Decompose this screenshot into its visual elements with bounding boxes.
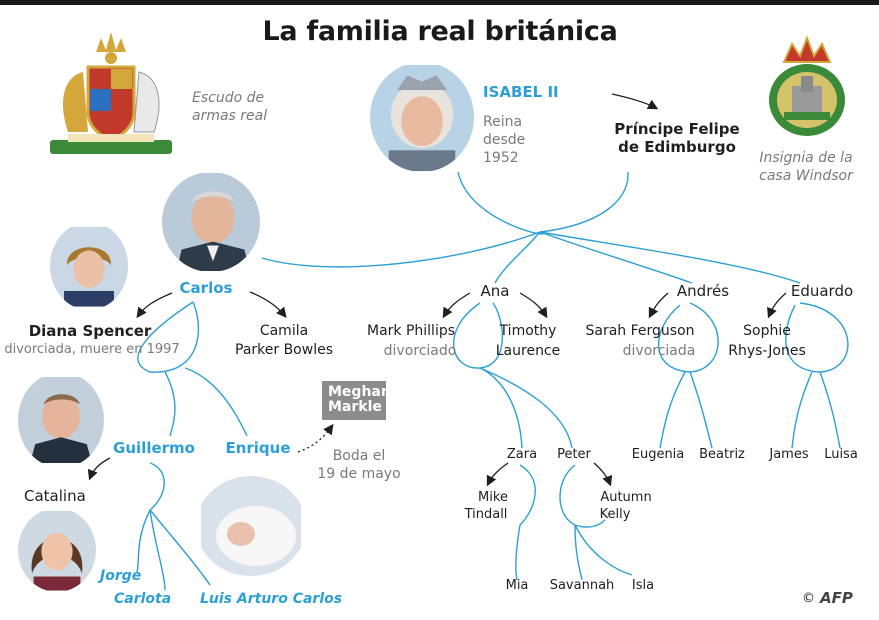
baby-louis-portrait-icon — [201, 476, 301, 576]
george-name: Jorge — [100, 568, 142, 584]
charles-portrait — [162, 172, 260, 272]
eugenia-name: Eugenia — [631, 447, 685, 462]
charles-portrait-icon — [162, 173, 260, 271]
queen-portrait — [370, 62, 474, 172]
mike-tindall-line1: Mike — [478, 490, 508, 505]
autumn-kelly-line1: Autumn — [600, 490, 652, 505]
top-bar — [0, 0, 879, 5]
baby-louis-portrait — [196, 476, 306, 576]
insignia-caption-line1: Insignia de la — [759, 150, 853, 166]
marriage-arrows — [87, 93, 787, 487]
queen-name: ISABEL II — [483, 83, 559, 101]
sophie-name-line1: Sophie — [743, 323, 791, 339]
mia-name: Mia — [505, 578, 529, 593]
timothy-name-line1: Timothy — [499, 323, 557, 339]
catalina-name: Catalina — [24, 487, 86, 505]
edward-name: Eduardo — [790, 282, 854, 300]
beatriz-name: Beatriz — [699, 447, 745, 462]
diana-note: divorciada, muere en 1997 — [4, 342, 180, 357]
royal-coat-of-arms-icon — [50, 32, 172, 154]
queen-note-line3: 1952 — [483, 150, 519, 166]
diana-portrait — [50, 222, 128, 310]
harry-name: Enrique — [225, 439, 291, 457]
queen-portrait-icon — [370, 65, 474, 172]
mark-phillips-name: Mark Phillips — [366, 323, 456, 339]
copyright-symbol: © — [802, 591, 815, 606]
meghan-name-line2: Markle — [328, 399, 382, 416]
wedding-note-line1: Boda el — [332, 448, 386, 464]
diana-portrait-icon — [50, 227, 128, 307]
crest-caption-line1: Escudo de — [192, 90, 265, 106]
mike-tindall-line2: Tindall — [464, 507, 508, 522]
page-title: La familia real británica — [262, 16, 618, 47]
sarah-ferguson-name: Sarah Ferguson — [585, 323, 695, 339]
sophie-name-line2: Rhys-Jones — [728, 343, 806, 359]
catalina-portrait-icon — [18, 511, 96, 591]
afp-logo: AFP — [820, 589, 853, 607]
zara-name: Zara — [506, 447, 538, 462]
peter-name: Peter — [557, 447, 591, 462]
william-portrait — [18, 372, 104, 468]
william-portrait-icon — [18, 377, 104, 463]
crest-caption-line2: armas real — [192, 108, 268, 124]
louis-name: Luis Arturo Carlos — [200, 591, 343, 607]
william-name: Guillermo — [113, 439, 195, 457]
autumn-kelly-line2: Kelly — [599, 507, 631, 522]
camila-name-line1: Camila — [259, 323, 309, 339]
meghan-markle-badge: Meghan Markle — [322, 381, 391, 420]
queen-note-line1: Reina — [483, 114, 523, 130]
windsor-insignia-icon — [769, 35, 845, 136]
isla-name: Isla — [631, 578, 655, 593]
philip-name-line1: Príncipe Felipe — [614, 120, 740, 138]
andrew-name: Andrés — [676, 282, 730, 300]
charles-name: Carlos — [179, 279, 233, 297]
savannah-name: Savannah — [549, 578, 615, 593]
wedding-note-line2: 19 de mayo — [317, 466, 401, 482]
insignia-caption-line2: casa Windsor — [759, 168, 853, 184]
timothy-name-line2: Laurence — [495, 343, 561, 359]
sarah-ferguson-note: divorciada — [622, 343, 696, 359]
luisa-name: Luisa — [824, 447, 858, 462]
queen-note-line2: desde — [483, 132, 526, 148]
philip-name-line2: de Edimburgo — [618, 138, 736, 156]
mark-phillips-note: divorciado — [383, 343, 457, 359]
charlotte-name: Carlota — [114, 591, 172, 607]
james-name: James — [769, 447, 809, 462]
camila-name-line2: Parker Bowles — [235, 342, 333, 358]
catalina-portrait — [18, 508, 96, 592]
descent-lines — [136, 171, 849, 591]
diana-name: Diana Spencer — [28, 322, 152, 340]
meghan-name-line1: Meghan — [328, 384, 391, 400]
anne-name: Ana — [480, 282, 510, 300]
